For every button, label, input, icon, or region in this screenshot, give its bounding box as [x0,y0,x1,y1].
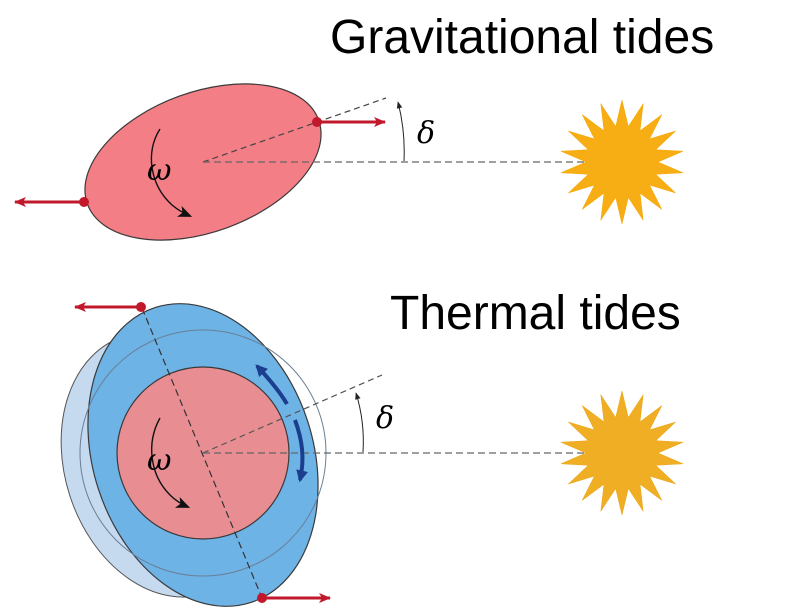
force-point [257,593,267,603]
rotation-symbol: ω [147,153,171,188]
rotation-arrow-icon [150,128,193,217]
rotation-arrow-icon [151,417,191,508]
flow-arrow-icon [293,419,308,483]
rotation-symbol: ω [147,443,171,478]
sun-icon [560,390,684,516]
panel-title-gravitational: Gravitational tides [330,11,715,64]
lag-angle-arc [355,392,364,453]
bulge-axis-line [141,307,263,599]
flow-arrow-icon [255,364,289,406]
lag-angle-symbol: δ [376,401,394,436]
thermal-panel [60,302,684,607]
lag-angle-arc [396,101,405,162]
panel-title-thermal: Thermal tides [390,287,681,340]
tidal-axis-line [202,97,387,163]
planet-bulge [84,83,322,241]
force-point [136,302,146,312]
gravitational-panel [14,83,684,241]
lag-axis-line [202,374,383,454]
lag-angle-symbol: δ [417,116,435,151]
sun-icon [560,99,684,225]
force-point [312,117,322,127]
force-point [79,197,89,207]
